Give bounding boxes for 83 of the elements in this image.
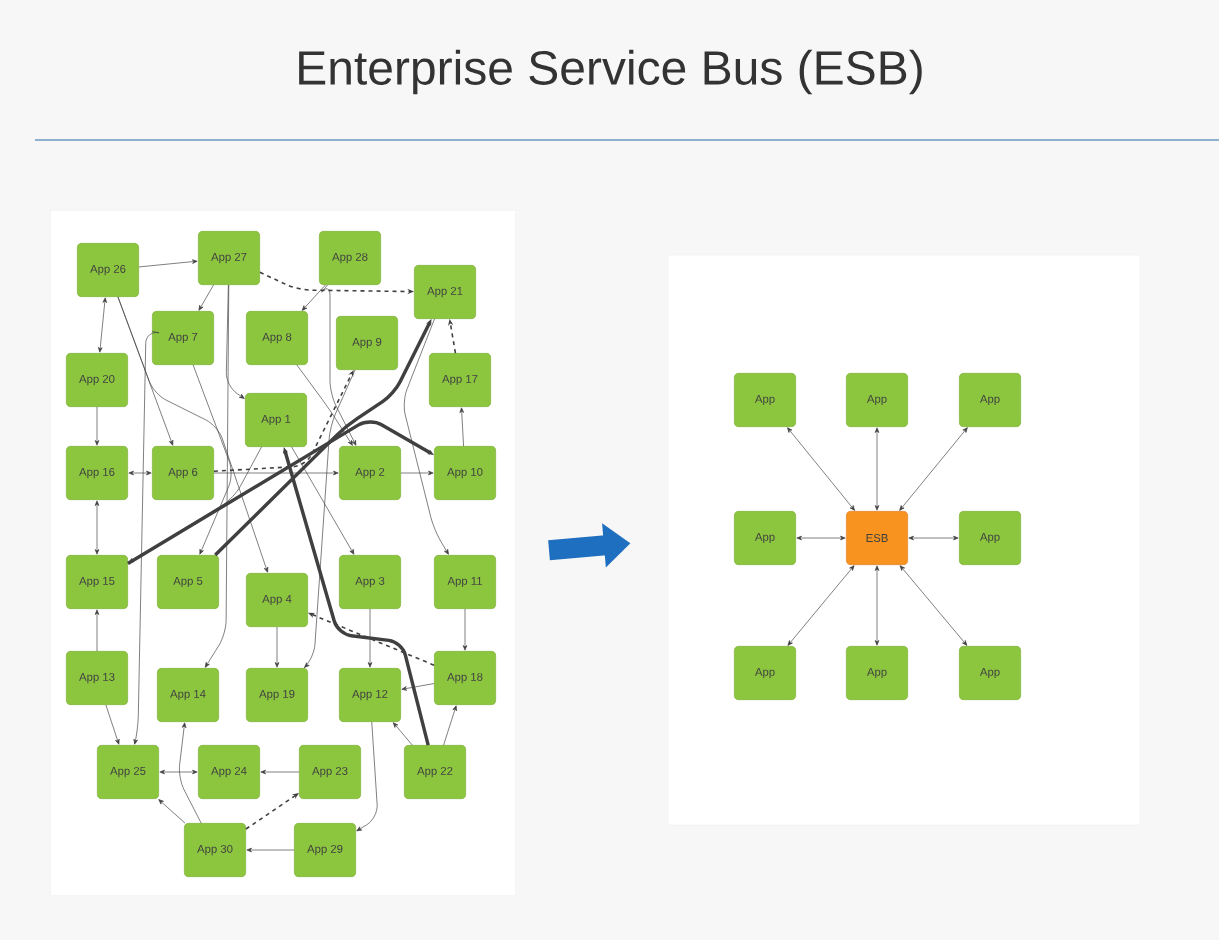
arrow [796, 535, 846, 541]
app-box: App 18 [434, 651, 496, 705]
arrow [94, 406, 100, 446]
app-box: App 22 [404, 745, 466, 799]
app-box: App 26 [77, 243, 139, 297]
app-box: App 12 [339, 668, 401, 722]
arrow [192, 364, 232, 555]
app-box: App 29 [294, 823, 356, 877]
arrow [179, 722, 202, 824]
arrow [291, 446, 355, 555]
app-box: App 10 [434, 446, 496, 500]
arrow [296, 364, 353, 446]
arrow [403, 318, 449, 555]
arrow [874, 427, 880, 511]
arrow [105, 704, 120, 745]
app-box: App [959, 646, 1021, 700]
app-box: App 19 [246, 668, 308, 722]
arrow [401, 683, 435, 691]
arrow [117, 296, 174, 446]
app-box: App [846, 646, 908, 700]
arrow [117, 296, 269, 573]
app-box: App 1 [245, 393, 307, 447]
title: Enterprise Service Bus (ESB) [299, 49, 922, 95]
app-box: App 2 [339, 446, 401, 500]
app-box: App 4 [246, 573, 308, 627]
arrow [274, 626, 280, 668]
arrow [94, 500, 100, 555]
app-box: App 13 [66, 651, 128, 705]
app-box: App 5 [157, 555, 219, 609]
arrow [787, 565, 855, 646]
app-box: App 28 [319, 231, 381, 285]
arrow [367, 608, 373, 668]
arrow [133, 331, 160, 745]
app-box: App 21 [414, 265, 476, 319]
arrow [246, 847, 295, 853]
app-box: App 7 [152, 311, 214, 365]
arrow [899, 565, 968, 646]
app-box: App 27 [198, 231, 260, 285]
app-box: App 30 [184, 823, 246, 877]
arrow [874, 565, 880, 646]
app-box: App [959, 373, 1021, 427]
app-box: App 6 [152, 446, 214, 500]
app-box: App 17 [429, 353, 491, 407]
arrow [392, 722, 413, 746]
arrow [159, 769, 198, 775]
arrow [899, 427, 968, 511]
arrow [787, 427, 855, 511]
app-box: App 15 [66, 555, 128, 609]
app-box: App 24 [198, 745, 260, 799]
app-box: App 8 [246, 311, 308, 365]
arrow [198, 284, 214, 311]
bus-box: ESB [846, 511, 908, 565]
app-box: App 14 [157, 668, 219, 722]
app-box: App [846, 373, 908, 427]
app-box: App [734, 511, 796, 565]
app-box: App 3 [339, 555, 401, 609]
arrow [213, 470, 339, 476]
arrow [301, 284, 326, 311]
arrow [443, 705, 457, 746]
app-box: App [734, 646, 796, 700]
app-box: App 25 [97, 745, 159, 799]
arrow [321, 284, 357, 446]
app-box: App [959, 511, 1021, 565]
app-box: App 11 [434, 555, 496, 609]
arrow [158, 799, 186, 824]
arrow [94, 609, 100, 652]
arrow [462, 608, 468, 651]
app-box: App 16 [66, 446, 128, 500]
arrow [304, 369, 356, 668]
arrow [204, 284, 230, 668]
app-box: App 20 [66, 353, 128, 407]
arrow [356, 721, 378, 832]
app-box: App 9 [336, 316, 398, 370]
app-box: App [734, 373, 796, 427]
arrow [128, 470, 152, 476]
arrow [459, 407, 464, 447]
arrow [400, 470, 434, 476]
arrow [908, 535, 959, 541]
arrow [260, 769, 300, 775]
arrow [128, 446, 262, 563]
arrow [138, 259, 198, 268]
app-box: App 23 [299, 745, 361, 799]
arrow [98, 297, 107, 353]
